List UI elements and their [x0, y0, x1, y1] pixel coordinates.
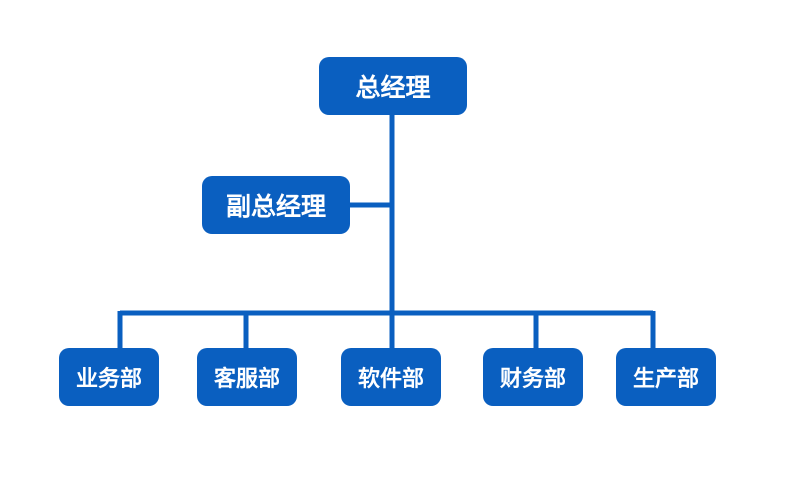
- node-label: 客服部: [213, 367, 280, 392]
- node-department-finance: 财务部: [483, 348, 583, 406]
- node-department-customer-service: 客服部: [197, 348, 297, 406]
- node-label: 软件部: [357, 367, 424, 392]
- node-label: 业务部: [75, 367, 142, 392]
- node-department-software: 软件部: [341, 348, 441, 406]
- node-label: 副总经理: [225, 192, 326, 221]
- node-label: 总经理: [355, 73, 431, 102]
- node-general-manager: 总经理: [319, 57, 467, 115]
- node-deputy-general-manager: 副总经理: [202, 176, 350, 234]
- node-label: 财务部: [499, 367, 566, 392]
- node-department-production: 生产部: [616, 348, 716, 406]
- node-department-business: 业务部: [59, 348, 159, 406]
- node-label: 生产部: [632, 367, 699, 392]
